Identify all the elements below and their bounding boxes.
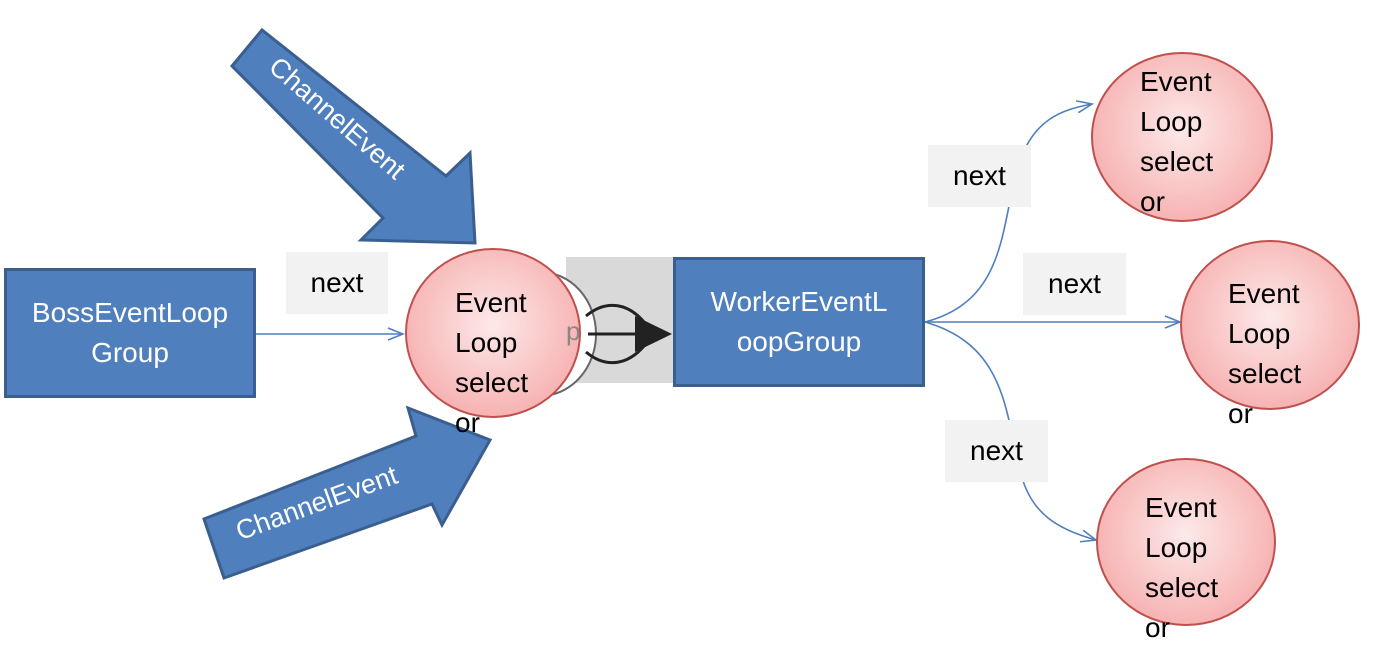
fragment-letter: p xyxy=(566,316,581,346)
boss-event-loop-group-box: BossEventLoop Group xyxy=(4,268,256,398)
fragment-arrowhead xyxy=(635,316,672,352)
worker-event-loop-group-label: WorkerEventL oopGroup xyxy=(710,286,888,357)
next-label-bottom: next xyxy=(945,420,1048,482)
event-loop-node-bottom-label: Event Loop select or xyxy=(1145,492,1219,643)
next-label-boss: next xyxy=(286,252,388,314)
boss-event-loop-group-label: BossEventLoop Group xyxy=(31,297,229,368)
event-loop-node-top xyxy=(1091,52,1273,222)
event-loop-node-center xyxy=(405,248,581,418)
next-label-top: next xyxy=(928,145,1031,207)
event-loop-node-bottom xyxy=(1096,458,1276,626)
next-label-mid: next xyxy=(1023,253,1126,315)
channel-event-arrow-top xyxy=(229,27,477,245)
event-loop-node-top-label: Event Loop select or xyxy=(1140,66,1214,217)
channel-event-arrow-bottom xyxy=(202,405,493,580)
event-loop-node-mid-label: Event Loop select or xyxy=(1228,278,1302,429)
event-loop-node-center-label: Event Loop select or xyxy=(455,287,529,438)
event-loop-node-mid xyxy=(1180,240,1360,410)
worker-event-loop-group-box: WorkerEventL oopGroup xyxy=(673,257,925,387)
